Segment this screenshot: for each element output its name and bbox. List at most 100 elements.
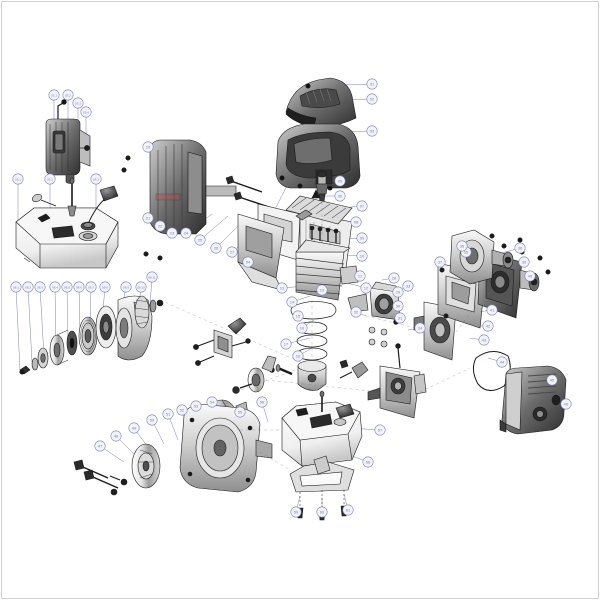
callout-circle-42[interactable] [482, 320, 494, 332]
callout-circle-08.4[interactable] [49, 281, 61, 293]
callout-circle-08.2[interactable] [22, 281, 34, 293]
callout-circle-32[interactable] [350, 306, 362, 318]
callout-circle-08.8[interactable] [99, 281, 111, 293]
callout-41[interactable]: 41 [486, 304, 498, 316]
callout-circle-03[interactable] [366, 125, 378, 137]
callout-08.7[interactable]: 08.7 [85, 281, 97, 293]
callout-06.2[interactable]: 06.2 [44, 173, 56, 185]
callout-circle-40[interactable] [524, 270, 536, 282]
callout-42[interactable]: 42 [482, 320, 494, 332]
callout-circle-57[interactable] [374, 424, 386, 436]
callout-61[interactable]: 61 [342, 504, 354, 516]
callout-circle-44[interactable] [496, 356, 508, 368]
callout-06.1[interactable]: 06.1 [12, 173, 24, 185]
callout-circle-53[interactable] [190, 400, 202, 412]
callout-06.3[interactable]: 06.3 [90, 173, 102, 185]
callout-circle-46[interactable] [560, 398, 572, 410]
callout-circle-51[interactable] [162, 408, 174, 420]
callout-circle-06.2[interactable] [44, 173, 56, 185]
callout-circle-05.2[interactable] [62, 89, 74, 101]
callout-29[interactable]: 29 [392, 286, 404, 298]
callout-circle-08.10[interactable] [135, 281, 147, 293]
callout-circle-41[interactable] [486, 304, 498, 316]
callout-10[interactable]: 10 [356, 250, 368, 262]
callout-04[interactable]: 04 [242, 256, 254, 268]
callout-21[interactable]: 21 [142, 212, 154, 224]
callout-54[interactable]: 54 [206, 396, 218, 408]
callout-36[interactable]: 36 [456, 240, 468, 252]
callout-circle-37[interactable] [434, 256, 446, 268]
callout-circle-27[interactable] [226, 246, 238, 258]
callout-53[interactable]: 53 [190, 400, 202, 412]
callout-05[interactable]: 05 [334, 175, 346, 187]
callout-circle-20[interactable] [142, 141, 154, 153]
callout-circle-11[interactable] [354, 270, 366, 282]
callout-22[interactable]: 22 [154, 220, 166, 232]
callout-57[interactable]: 57 [374, 424, 386, 436]
callout-circle-15[interactable] [292, 310, 304, 322]
callout-28[interactable]: 28 [388, 272, 400, 284]
callout-08.11[interactable]: 08.11 [146, 271, 158, 283]
callout-02[interactable]: 02 [366, 93, 378, 105]
callout-08.4[interactable]: 08.4 [49, 281, 61, 293]
callout-15[interactable]: 15 [292, 310, 304, 322]
callout-27[interactable]: 27 [226, 246, 238, 258]
callout-05.1[interactable]: 05.1 [48, 89, 60, 101]
callout-60[interactable]: 60 [316, 506, 328, 518]
callout-circle-43[interactable] [478, 334, 490, 346]
callout-circle-48[interactable] [110, 430, 122, 442]
callout-circle-09[interactable] [356, 232, 368, 244]
callout-circle-21[interactable] [142, 212, 154, 224]
callout-circle-01[interactable] [366, 78, 378, 90]
callout-08.5[interactable]: 08.5 [61, 281, 73, 293]
callout-37[interactable]: 37 [434, 256, 446, 268]
callout-52[interactable]: 52 [176, 404, 188, 416]
callout-26[interactable]: 26 [210, 242, 222, 254]
callout-07[interactable]: 07 [356, 200, 368, 212]
callout-circle-59[interactable] [290, 506, 302, 518]
callout-circle-60[interactable] [316, 506, 328, 518]
callout-08.8[interactable]: 08.8 [99, 281, 111, 293]
callout-circle-45[interactable] [546, 374, 558, 386]
callout-circle-08.3[interactable] [34, 281, 46, 293]
callout-05.3[interactable]: 05.3 [72, 97, 84, 109]
callout-circle-08.6[interactable] [73, 281, 85, 293]
callout-circle-02[interactable] [366, 93, 378, 105]
callout-24[interactable]: 24 [180, 227, 192, 239]
callout-circle-47[interactable] [94, 440, 106, 452]
callout-circle-24[interactable] [180, 227, 192, 239]
callout-circle-06[interactable] [334, 190, 346, 202]
callout-58[interactable]: 58 [362, 456, 374, 468]
callout-23[interactable]: 23 [166, 227, 178, 239]
callout-circle-61[interactable] [342, 504, 354, 516]
callout-47[interactable]: 47 [94, 440, 106, 452]
callout-circle-08[interactable] [350, 216, 362, 228]
callout-51[interactable]: 51 [162, 408, 174, 420]
callout-59[interactable]: 59 [290, 506, 302, 518]
callout-circle-25[interactable] [194, 234, 206, 246]
callout-circle-06.1[interactable] [12, 173, 24, 185]
callout-circle-22[interactable] [154, 220, 166, 232]
callout-circle-08.7[interactable] [85, 281, 97, 293]
callout-circle-06.3[interactable] [90, 173, 102, 185]
callout-06[interactable]: 06 [334, 190, 346, 202]
callout-circle-13[interactable] [276, 282, 288, 294]
callout-30[interactable]: 30 [392, 300, 404, 312]
callout-01[interactable]: 01 [366, 78, 378, 90]
callout-44[interactable]: 44 [496, 356, 508, 368]
callout-46[interactable]: 46 [560, 398, 572, 410]
callout-31[interactable]: 31 [394, 312, 406, 324]
callout-49[interactable]: 49 [128, 422, 140, 434]
callout-16[interactable]: 16 [296, 322, 308, 334]
callout-32[interactable]: 32 [350, 306, 362, 318]
callout-circle-05[interactable] [334, 175, 346, 187]
callout-08.10[interactable]: 08.10 [135, 281, 147, 293]
callout-05.4[interactable]: 05.4 [80, 106, 92, 118]
callout-13[interactable]: 13 [276, 282, 288, 294]
callout-43[interactable]: 43 [478, 334, 490, 346]
callout-25[interactable]: 25 [194, 234, 206, 246]
callout-12[interactable]: 12 [360, 282, 372, 294]
callout-circle-08.1[interactable] [10, 281, 22, 293]
callout-circle-07[interactable] [356, 200, 368, 212]
callout-circle-10[interactable] [356, 250, 368, 262]
